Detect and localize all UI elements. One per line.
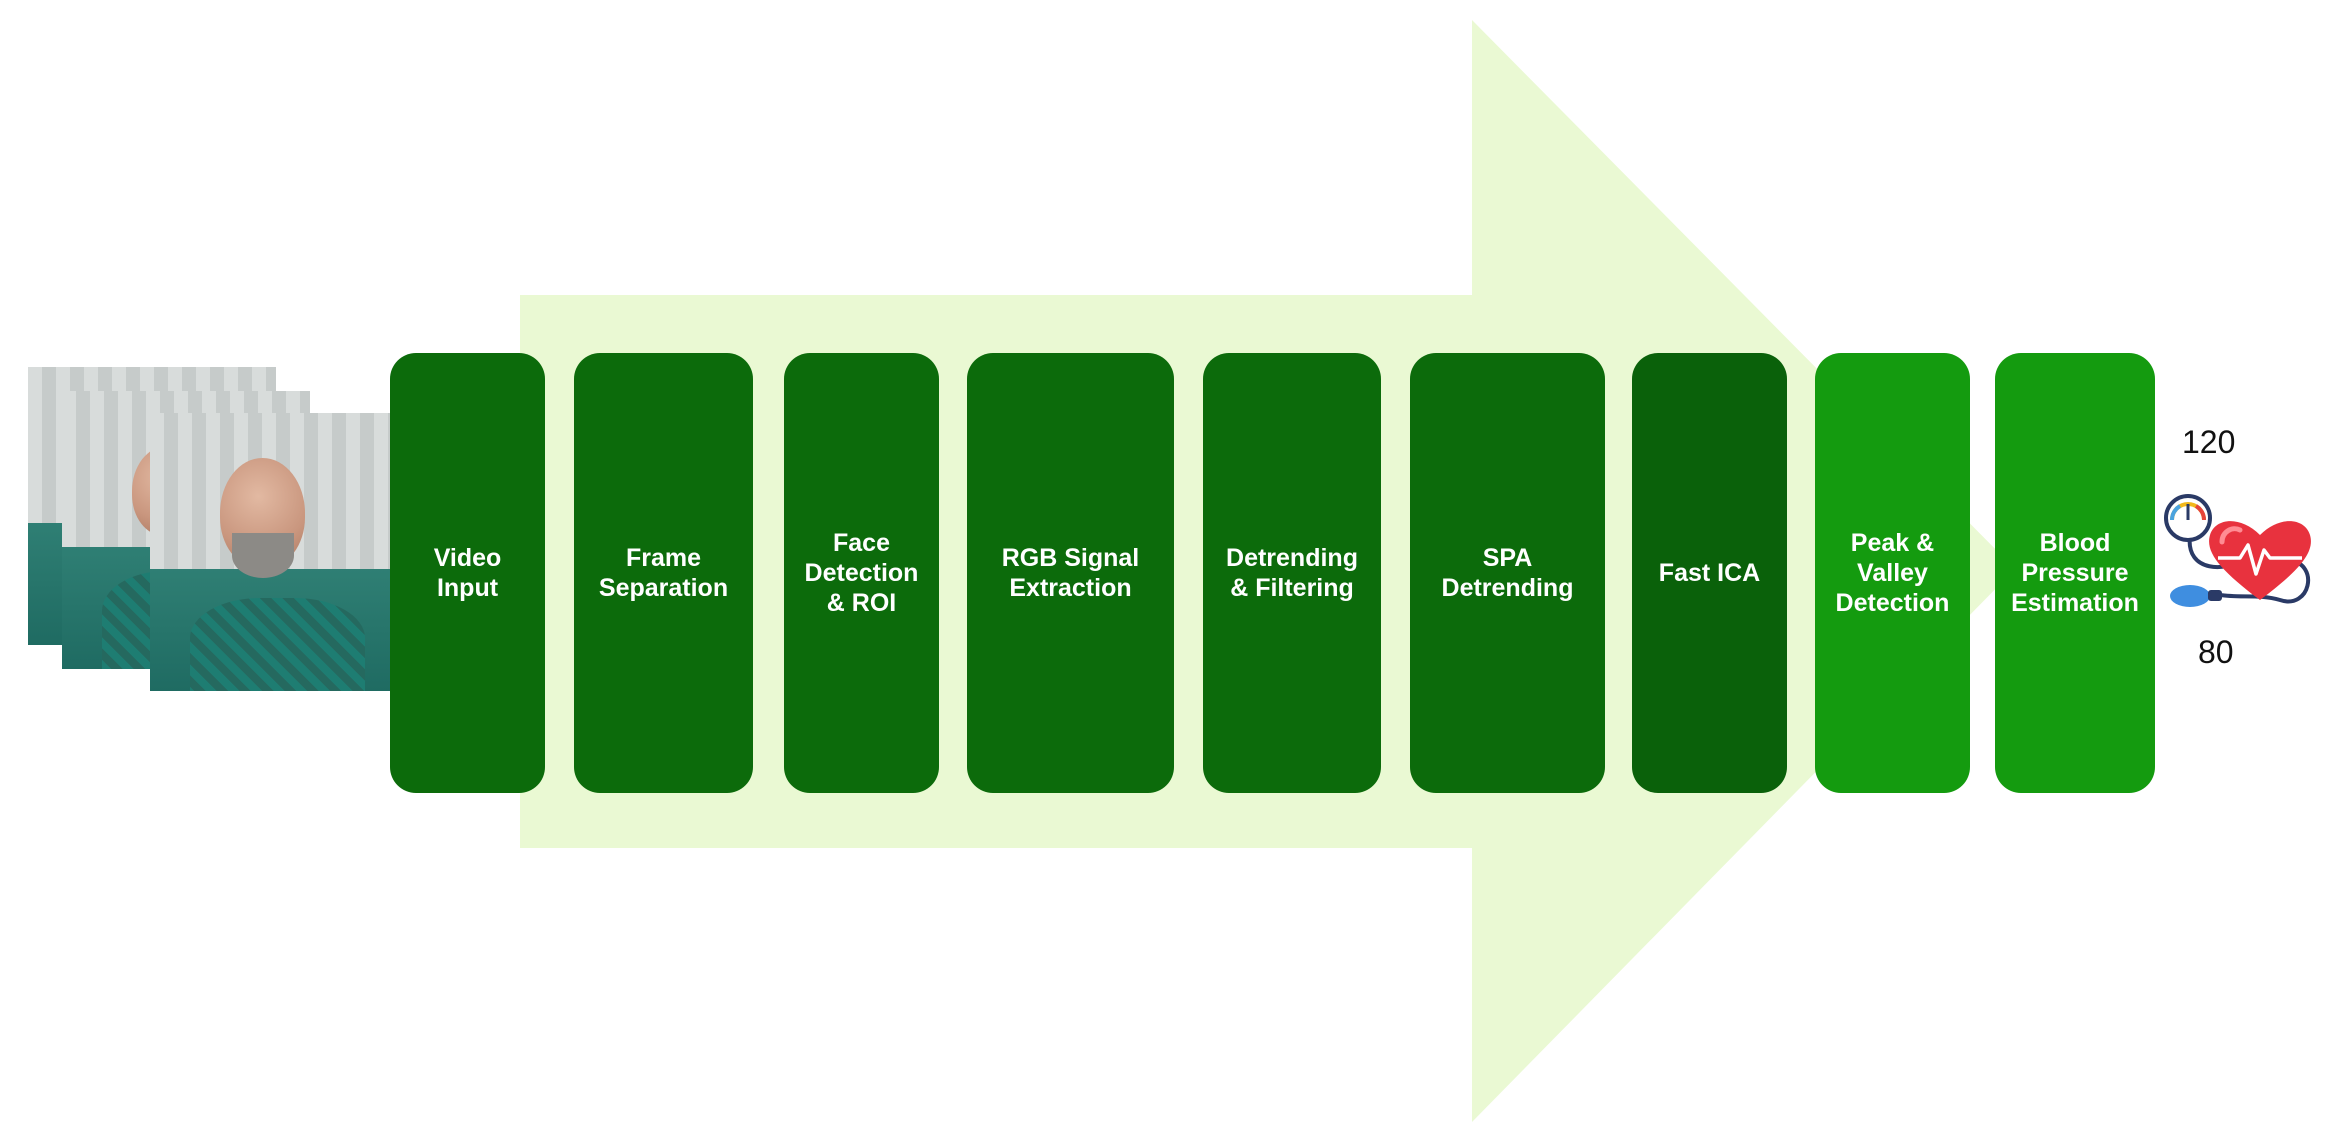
stage-label: Blood Pressure Estimation: [2011, 529, 2139, 617]
stage-spa-detrending: SPA Detrending: [1410, 353, 1605, 793]
stage-label: Video Input: [433, 544, 502, 602]
stage-label: SPA Detrending: [1441, 544, 1574, 602]
stage-blood-pressure-estimation: Blood Pressure Estimation: [1995, 353, 2155, 793]
stage-label: Fast ICA: [1658, 559, 1761, 587]
stage-peak-valley-detection: Peak & Valley Detection: [1815, 353, 1970, 793]
stage-rgb-signal-extraction: RGB Signal Extraction: [967, 353, 1174, 793]
diastolic-value: 80: [2198, 634, 2234, 670]
stage-label: Face Detection & ROI: [804, 529, 919, 617]
video-frame-front: [150, 413, 400, 691]
stage-frame-separation: Frame Separation: [574, 353, 753, 793]
stage-label: Detrending & Filtering: [1226, 544, 1358, 602]
stage-video-input: Video Input: [390, 353, 545, 793]
stage-face-detection-roi: Face Detection & ROI: [784, 353, 939, 793]
stage-fast-ica: Fast ICA: [1632, 353, 1787, 793]
stage-label: RGB Signal Extraction: [1001, 544, 1140, 602]
systolic-value: 120: [2182, 424, 2236, 460]
stage-label: Frame Separation: [598, 544, 729, 602]
stage-label: Peak & Valley Detection: [1835, 529, 1950, 617]
heart-blood-pressure-icon: [2160, 490, 2320, 615]
stage-detrending-filtering: Detrending & Filtering: [1203, 353, 1381, 793]
